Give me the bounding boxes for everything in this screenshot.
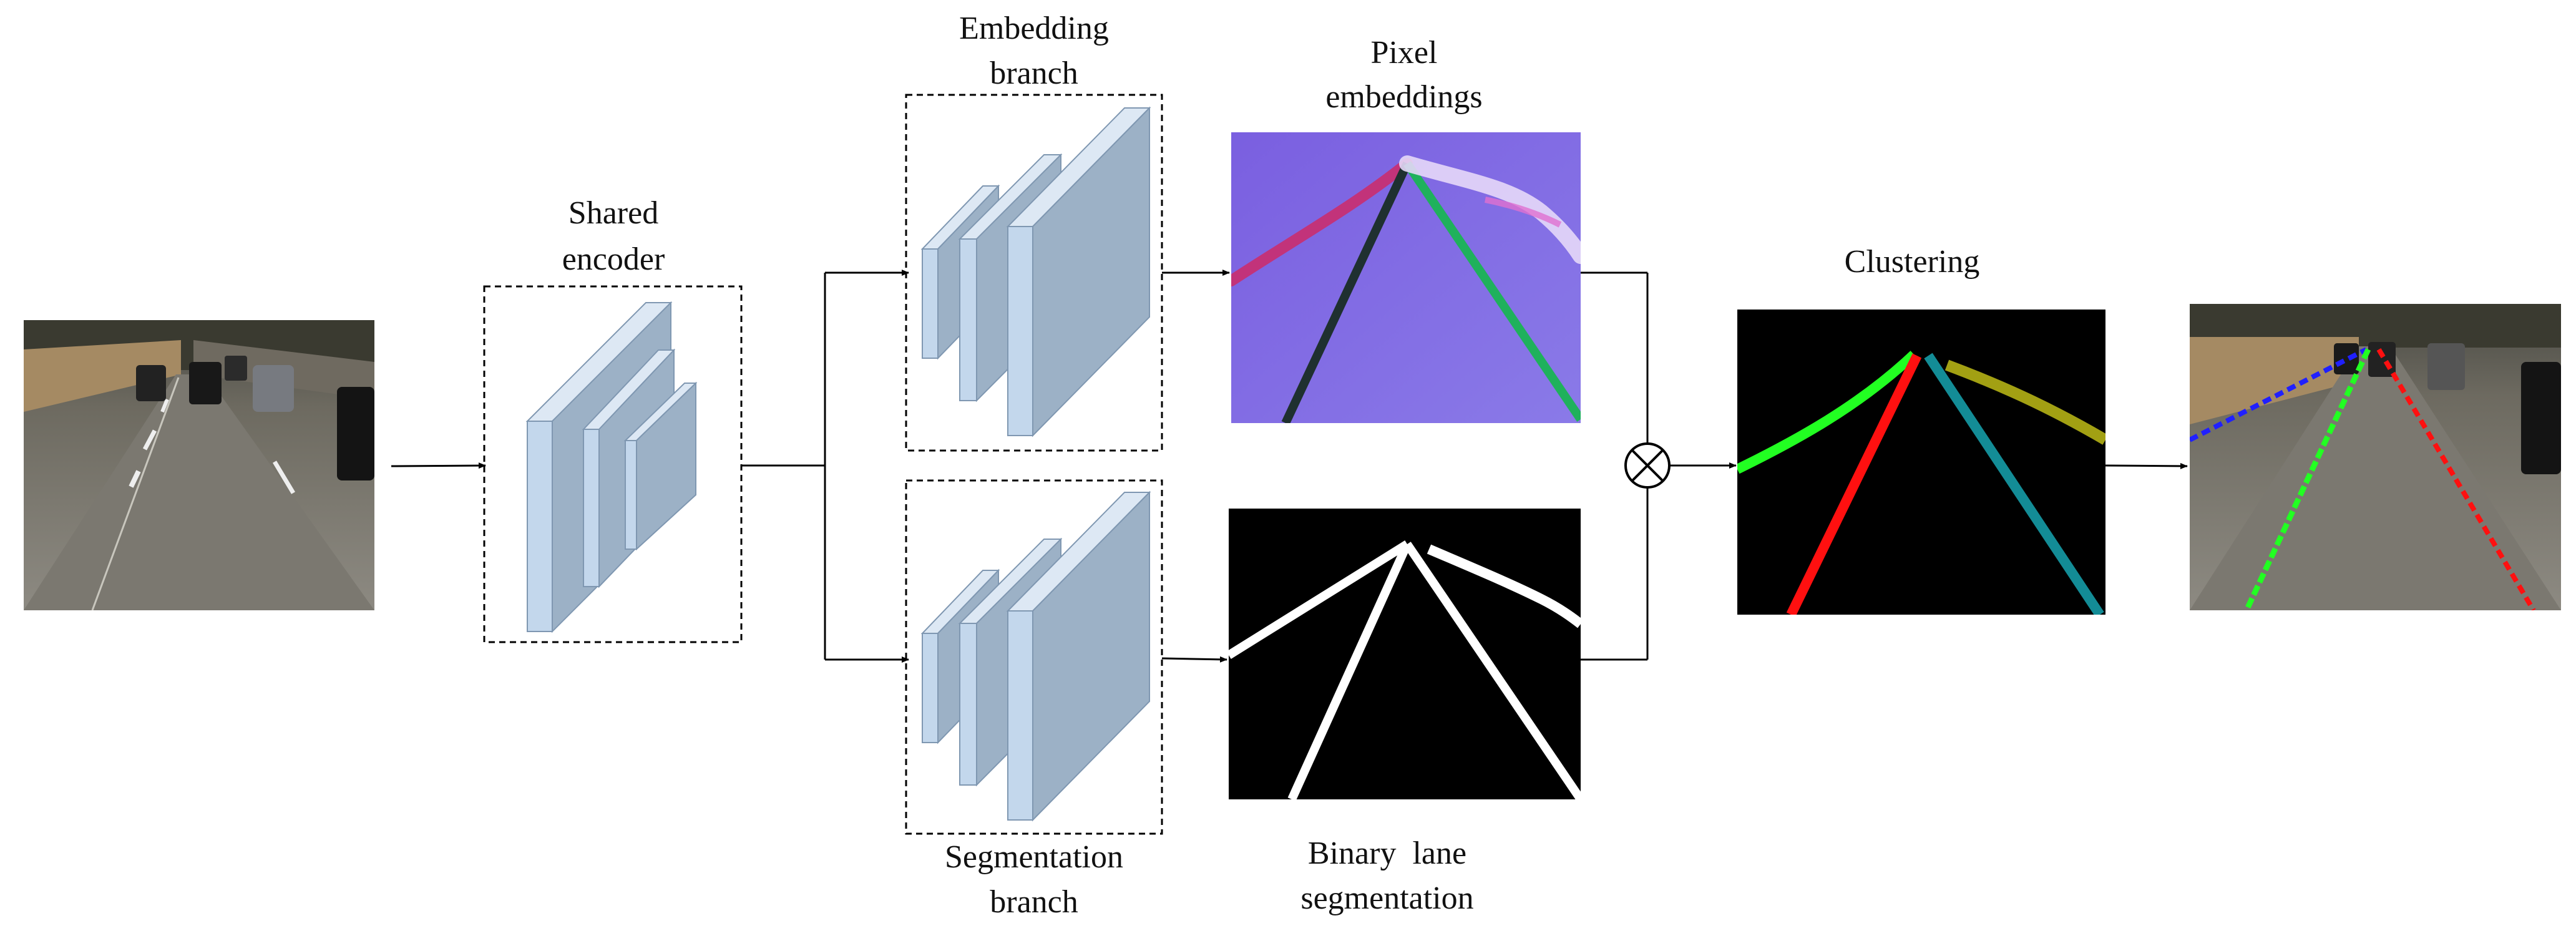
embedding-branch-label-line-2: branch — [990, 56, 1078, 91]
binary-lane-label-line-1: Binary lane — [1308, 836, 1466, 871]
embedding-branch: Embedding branch — [905, 11, 1163, 452]
arrow-segmentation-to-binary — [1161, 656, 1227, 663]
split-connector — [741, 270, 909, 663]
shared-encoder-box — [483, 285, 743, 643]
segmentation-layer-3 — [1006, 490, 1151, 822]
pixel-embeddings-label-line-1: Pixel — [1371, 35, 1438, 71]
embedding-layer-3 — [1006, 106, 1151, 437]
shared-encoder: Shared encoder — [483, 195, 743, 643]
encoder-layer-3 — [623, 381, 698, 551]
binary-lane-label-line-2: segmentation — [1300, 880, 1473, 916]
pixel-embeddings-label-line-2: embeddings — [1325, 79, 1482, 115]
pixel-embeddings-image — [1231, 132, 1581, 423]
shared-encoder-label-line-2: encoder — [562, 241, 665, 277]
clustering-image — [1737, 310, 2105, 615]
embedding-branch-label-line-1: Embedding — [959, 11, 1109, 46]
multiply-operator — [1624, 442, 1671, 489]
input-road-image — [24, 320, 374, 610]
segmentation-branch-box — [905, 479, 1163, 835]
clustering-label: Clustering — [1845, 244, 1980, 280]
segmentation-branch: Segmentation branch — [905, 479, 1163, 920]
output-road-image — [2190, 304, 2561, 610]
segmentation-branch-label-line-2: branch — [990, 884, 1078, 920]
embedding-branch-box — [905, 94, 1163, 452]
binary-segmentation-image — [1229, 509, 1581, 799]
segmentation-branch-label-line-1: Segmentation — [945, 839, 1123, 875]
shared-encoder-label-line-1: Shared — [568, 195, 658, 231]
merge-connector — [1581, 271, 1737, 661]
